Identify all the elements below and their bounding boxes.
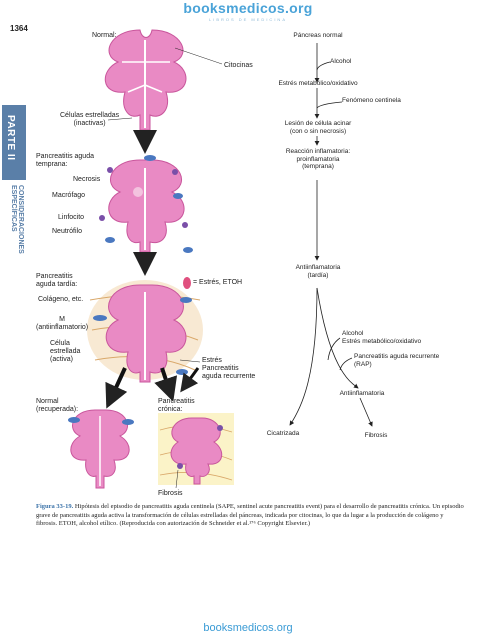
watermark-bottom: booksmedicos.org [203, 622, 293, 634]
page-number: 1364 [10, 24, 28, 33]
part-label: PARTE II [5, 115, 16, 161]
label-macrophage: Macrófago [52, 192, 86, 199]
flow-alcohol-1: Alcohol [330, 58, 352, 65]
arrow-to-chronic [154, 367, 178, 402]
flow-rap: Pancreatitis aguda recurrente(RAP) [354, 353, 440, 368]
normal-acinus [104, 29, 187, 131]
chronic-pancreatitis-acinus [158, 413, 234, 485]
flow-antiinflammatory-late: Antiinflamatoria(tardía) [295, 264, 341, 279]
flow-inflammatory: Reacción inflamatoria:proinflamatoria(te… [285, 148, 351, 170]
stress-etoh-legend-icon [183, 277, 191, 289]
arrow-to-normal [105, 367, 128, 409]
label-collagen: Colágeno, etc. [38, 296, 84, 303]
figure-number: Figura 33-19. [36, 503, 74, 510]
flow-antiinflammatory-2: Antiinflamatoria [339, 390, 385, 397]
stellate-leader [107, 117, 133, 121]
immune-cells [99, 155, 193, 253]
flow-arrows [289, 43, 373, 427]
flow-acinar-injury: Lesión de célula acinar(con o sin necros… [284, 120, 352, 135]
section-label: CONSIDERACIONES ESPECÍFICAS [10, 185, 24, 254]
flow-sentinel: Fenómeno centinela [342, 97, 401, 104]
citocinas-leader [174, 47, 223, 65]
flow-normal-pancreas: Páncreas normal [293, 32, 343, 39]
fibrosis-leader [175, 469, 179, 489]
flow-stress-1: Estrés metabólico/oxidativo [278, 80, 358, 87]
label-macrophage-m: M(antiinflamatorio) [36, 316, 89, 331]
label-stress-etoh: = Estrés, ETOH [193, 279, 243, 286]
late-pancreatitis-acinus [87, 280, 203, 383]
label-neutrophil: Neutrófilo [52, 228, 82, 235]
label-stellate-cells: Células estrelladas(inactivas) [60, 112, 120, 127]
watermark-top: booksmedicos.org [183, 0, 313, 16]
figure-caption: Figura 33-19. Hipótesis del episodio de … [36, 503, 466, 529]
label-necrosis: Necrosis [73, 176, 101, 183]
estres-leader [179, 359, 201, 363]
label-fibrosis-image: Fibrosis [158, 490, 183, 497]
label-normal: Normal: [92, 32, 117, 39]
label-citocinas: Citocinas [224, 62, 253, 69]
part-tab: PARTE II [2, 105, 26, 180]
caption-text: Hipótesis del episodio de pancreatitis a… [36, 503, 464, 527]
label-normal-recovered: Normal(recuperada): [36, 398, 79, 413]
recovered-acinus [68, 409, 134, 489]
label-lymphocyte: Linfocito [58, 214, 85, 221]
watermark-subtitle: LIBROS DE MEDICINA [208, 17, 287, 22]
arrow-recurrent [180, 367, 200, 393]
flow-healed: Cicatrizada [266, 430, 300, 437]
flow-fibrosis: Fibrosis [364, 432, 388, 439]
